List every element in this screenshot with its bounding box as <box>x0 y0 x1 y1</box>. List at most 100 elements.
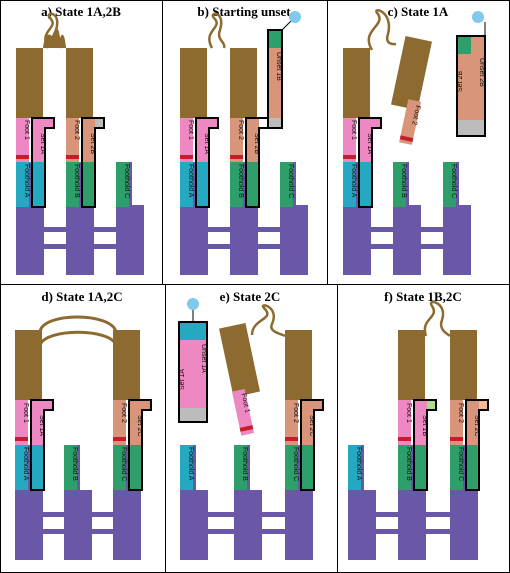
foot-2 <box>450 400 463 445</box>
foothold-base-c <box>443 205 471 275</box>
unset-green <box>268 30 282 48</box>
foot-1-detached: Foot 1 <box>231 388 255 436</box>
foothold-c-label: Foothold C <box>287 164 294 198</box>
sphere-tether <box>281 19 293 31</box>
foothold-c-label: Foothold C <box>123 164 130 198</box>
linker-strand <box>250 304 286 338</box>
foot-2 <box>399 99 422 145</box>
set-2-label: Set 2B <box>253 133 260 154</box>
foothold-b-label: Foothold B <box>73 164 80 198</box>
foot-2-tip <box>285 437 298 441</box>
biotin-sphere <box>187 298 199 310</box>
biotin-sphere <box>289 11 301 23</box>
biotin-sphere <box>472 11 484 23</box>
foothold-b-label: Foothold B <box>400 164 407 198</box>
linker-strand <box>208 12 226 49</box>
foot-2-label: Foot 2 <box>457 403 464 423</box>
foothold-b <box>230 162 243 207</box>
set-2-salmon <box>466 400 479 445</box>
foot-1-label: Foot 1 <box>350 120 357 140</box>
linker-strand <box>423 300 451 337</box>
foothold-a-label: Foothold A <box>23 164 30 198</box>
set-1-pink <box>31 400 53 445</box>
foot-1 <box>398 400 411 445</box>
foot-2 <box>285 400 298 445</box>
walker-leg-right <box>285 330 312 400</box>
foothold-base-b <box>398 490 426 560</box>
foothold-base-c <box>285 490 313 560</box>
foothold-base-a <box>180 205 208 275</box>
set-1-pink <box>414 400 427 445</box>
foothold-base-c <box>116 205 144 275</box>
foothold-a-label: Foothold A <box>22 447 29 481</box>
panel-a-title: a) State 1A,2B <box>41 4 121 19</box>
foot-2-label: Foot 2 <box>120 403 127 423</box>
released-unset-gray <box>193 408 207 422</box>
foothold-c-label: Foothold C <box>450 164 457 198</box>
set-2-label: Set 2C <box>136 415 143 436</box>
walker-leg-right <box>230 48 257 118</box>
set-2-outline <box>300 399 324 491</box>
set-flipped-label: Set 2B <box>457 71 464 92</box>
foothold-base-b <box>66 205 94 275</box>
set-2-strand <box>82 162 95 207</box>
set-2-salmon <box>246 118 259 162</box>
set-2-outline <box>81 117 105 208</box>
foothold-base-a <box>16 205 44 275</box>
panel-b: b) Starting unset Foot 1 Foot 2 S <box>180 4 308 275</box>
foot-2-label: Foot 2 <box>410 105 421 126</box>
foot-1-label: Foot 1 <box>187 120 194 140</box>
linker-strand <box>44 12 62 49</box>
foot-2 <box>66 118 79 162</box>
set-2-label: Set 2C <box>473 415 480 436</box>
set-2-strand <box>301 445 314 490</box>
set-1-pink <box>196 118 218 162</box>
set-1-outline <box>358 117 382 208</box>
set-2-strand <box>129 445 142 490</box>
foot-1 <box>15 400 28 445</box>
foot-1-tip <box>180 155 193 159</box>
walker-leg-left <box>343 48 370 118</box>
set-1-outline <box>30 399 54 491</box>
foothold-c <box>285 445 298 490</box>
unset-strand <box>268 30 282 118</box>
set-1-label: Set 1A <box>38 415 45 436</box>
walker-leg-right <box>66 48 93 118</box>
set-1-strand <box>32 162 45 207</box>
set-2-outline <box>465 399 489 491</box>
foot-2-tip <box>66 155 79 159</box>
foot-1 <box>343 118 356 162</box>
foot-1 <box>180 118 193 162</box>
set-2-toehold <box>95 118 104 128</box>
panel-b-title: b) Starting unset <box>197 4 291 19</box>
foothold-c <box>116 162 129 207</box>
linker-strand <box>38 315 118 333</box>
unset-outline <box>267 29 283 129</box>
foot-1-tip <box>15 437 28 441</box>
foot-1-label: Foot 1 <box>22 403 29 423</box>
foothold-a-label: Foothold A <box>350 164 357 198</box>
set-1-toehold <box>427 400 436 410</box>
walker-leg-right-detached <box>391 36 432 111</box>
set-2-toehold <box>479 400 488 410</box>
foot-1-tip <box>343 155 356 159</box>
released-set-strand <box>457 36 471 54</box>
unset-label: Unset 1A <box>200 344 207 373</box>
foothold-c <box>280 162 293 207</box>
set-2-label: Set 2B <box>89 133 96 154</box>
unset-gray <box>268 118 282 128</box>
foothold-a <box>343 162 356 207</box>
foothold-a <box>15 445 28 490</box>
foothold-b <box>393 162 406 207</box>
foothold-a-label: Foothold A <box>187 164 194 198</box>
set-2-salmon <box>301 400 323 445</box>
foot-2-tip <box>230 155 243 159</box>
foothold-base-c <box>450 490 478 560</box>
foothold-base-a <box>15 490 43 560</box>
unset-label: Unset 2B <box>478 58 485 87</box>
released-duplex-outline <box>456 35 486 137</box>
set-2-outline <box>245 117 269 208</box>
set-1-strand <box>359 162 372 207</box>
foot-2 <box>113 400 126 445</box>
foot-1-label: Foot 1 <box>240 393 251 414</box>
